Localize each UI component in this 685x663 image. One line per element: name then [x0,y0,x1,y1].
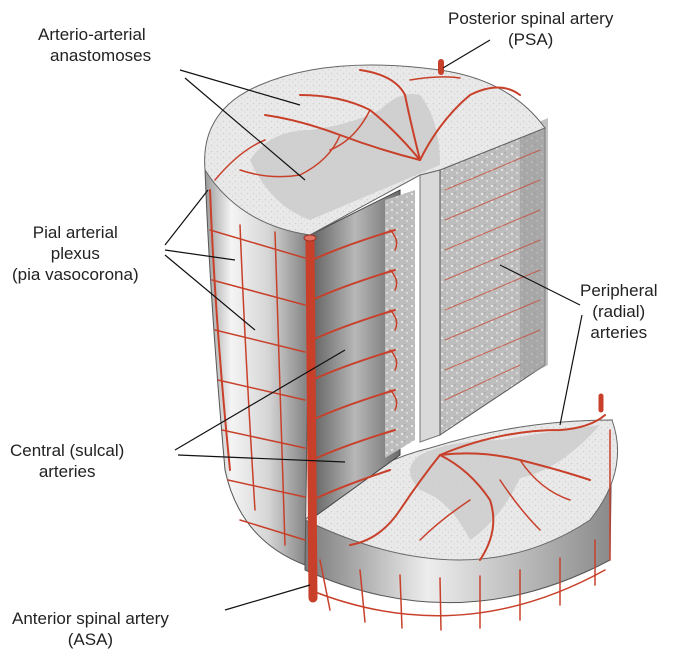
label-text: (ASA) [67,630,114,649]
label-text: Central (sulcal) [10,441,125,460]
leader-psa [442,39,491,69]
leader-asa [224,584,311,611]
label-text: anastomoses [50,46,152,65]
label-text: Arterio-arterial [38,25,146,44]
label-text: plexus [50,244,100,263]
leader-lines [164,39,583,611]
label-anterior-spinal-artery: Anterior spinal artery (ASA) [12,608,169,650]
leader-central-2 [177,454,346,463]
label-peripheral-radial-arteries: Peripheral (radial) arteries [580,280,658,343]
label-text: Anterior spinal artery [12,609,169,628]
label-arterio-arterial-anastomoses: Arterio-arterial anastomoses [38,24,151,66]
label-text: arteries [590,323,648,342]
label-text: Pial arterial [32,223,118,242]
label-text: (radial) [592,302,646,321]
label-text: Posterior spinal artery [448,9,614,28]
leader-arterio-arterial-2 [184,77,306,181]
central-canal-column [419,169,441,443]
cut-face-right-edge [520,118,548,380]
label-text: Peripheral [580,281,658,300]
label-text: (PSA) [508,30,554,49]
anterior-spinal-artery-cap [303,234,317,242]
anterior-spinal-artery [305,235,318,603]
leader-peripheral-1 [499,264,581,306]
label-text: arteries [38,462,96,481]
label-posterior-spinal-artery: Posterior spinal artery (PSA) [448,8,613,50]
leader-pial-2 [164,249,236,261]
leader-central-1 [174,349,346,451]
leader-arterio-arterial-1 [179,69,301,106]
arteries [209,59,611,631]
leader-pial-3 [164,254,256,331]
label-central-sulcal-arteries: Central (sulcal) arteries [10,440,124,482]
leader-peripheral-2 [559,314,583,426]
label-text: (pia vasocorona) [12,265,139,284]
upper-gray-matter [250,94,440,220]
label-pial-arterial-plexus: Pial arterial plexus (pia vasocorona) [12,222,139,285]
leader-pial-1 [164,189,209,246]
